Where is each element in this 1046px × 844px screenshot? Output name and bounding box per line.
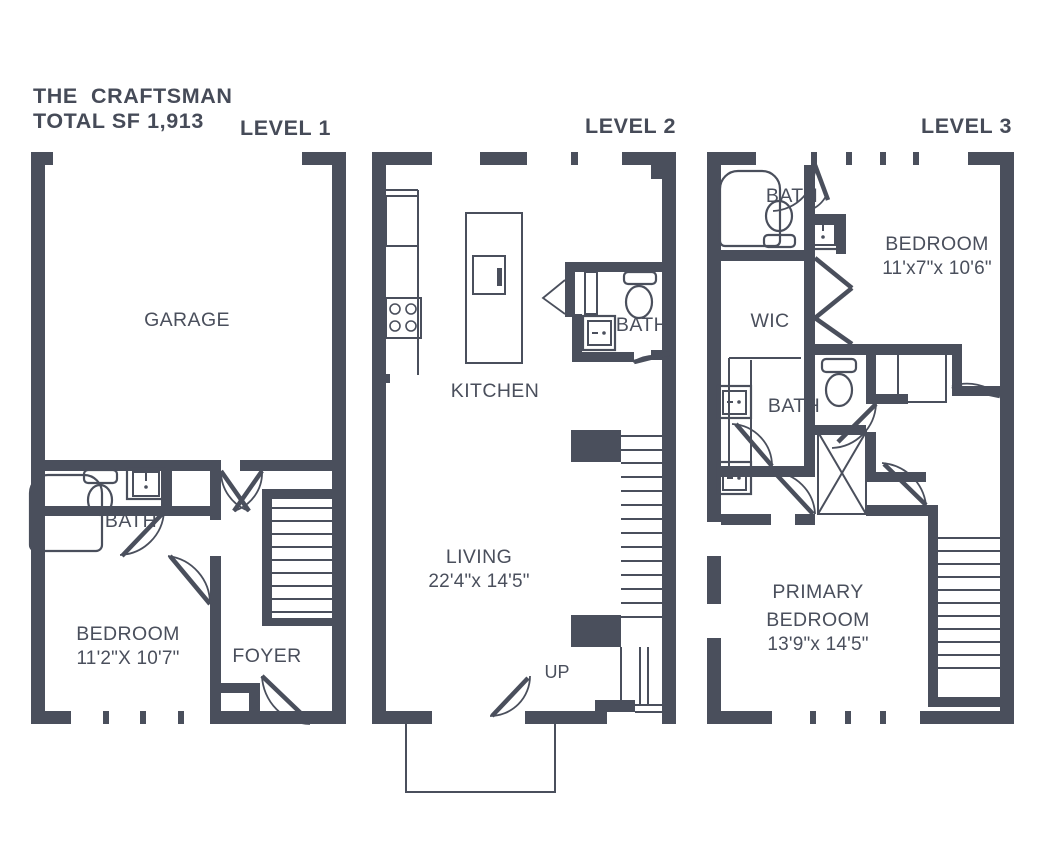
vanity-icon [581, 314, 617, 352]
level-2-bath-fixtures [541, 270, 658, 352]
level-3-stairs [938, 537, 1000, 669]
level-2-kitchen [385, 189, 523, 375]
room-dim-bedroom: 11'2"X 10'7" [76, 648, 179, 669]
level-3-linen-closet [897, 353, 947, 403]
room-label-bath: BATH [616, 314, 668, 336]
total-sf: TOTAL SF 1,913 [33, 109, 204, 134]
plan-name: THE CRAFTSMAN [33, 84, 233, 108]
level-1-room-labels: GARAGE BATH BEDROOM 11'2"X 10'7" FOYER [76, 309, 301, 669]
title-block: THE CRAFTSMAN TOTAL SF 1,913 [33, 84, 233, 135]
level-3-doors [731, 164, 1001, 516]
room-label-bath-upper: BATH [766, 185, 818, 207]
wic-shelf [728, 357, 801, 466]
room-label-primary-bedroom-line1: PRIMARY [772, 581, 863, 603]
room-dim-bedroom: 11'x7"x 10'6" [882, 258, 992, 279]
room-label-foyer: FOYER [232, 645, 301, 667]
vanity-icon [125, 467, 167, 501]
level-2-walls [372, 152, 676, 724]
kitchen-sink-icon [472, 255, 506, 295]
upper-cabinet-icon [385, 195, 419, 247]
level-1-heading: LEVEL 1 [240, 116, 332, 140]
kitchen-island-icon [465, 212, 523, 364]
vanity-icon [804, 215, 842, 251]
level-1-walls [31, 152, 346, 724]
toilet-bowl-icon [764, 199, 794, 233]
level-2-doors [405, 349, 676, 793]
room-dim-living: 22'4"x 14'5" [428, 571, 529, 592]
level-3-wic [728, 357, 801, 466]
toilet-tank-icon [622, 270, 658, 286]
room-label-wic: WIC [750, 310, 789, 332]
level-1-bath-fixtures [28, 467, 167, 553]
range-icon [385, 297, 422, 339]
shower-icon [817, 431, 867, 515]
entry-stoop [405, 724, 556, 793]
level-1-doors [119, 469, 312, 725]
level-1-stairs [262, 507, 336, 626]
level-3-heading: LEVEL 3 [921, 114, 1013, 138]
level-3-lower-bath-fixtures [716, 357, 867, 515]
toilet-bowl-icon [624, 284, 654, 320]
stair-direction-label: UP [544, 662, 569, 682]
toilet-bowl-icon [824, 372, 854, 408]
level-2-stairs [620, 435, 676, 713]
vanity-icon-2 [716, 460, 753, 496]
room-label-garage: GARAGE [144, 309, 230, 331]
toilet-tank-icon [82, 468, 119, 485]
level-3-room-labels: BATH BEDROOM 11'x7"x 10'6" WIC BATH PRIM… [750, 185, 991, 655]
room-label-bedroom: BEDROOM [885, 233, 989, 255]
room-label-living: LIVING [446, 546, 512, 568]
room-label-bath-lower: BATH [768, 395, 820, 417]
room-label-bedroom: BEDROOM [76, 623, 180, 645]
toilet-bowl-icon [86, 483, 114, 517]
toilet-tank-icon [762, 233, 797, 249]
room-label-primary-bedroom-line2: BEDROOM [766, 609, 870, 631]
linen-closet-icon [897, 353, 947, 403]
room-label-kitchen: KITCHEN [451, 380, 539, 402]
level-2-heading: LEVEL 2 [585, 114, 677, 138]
toilet-tank-icon [820, 357, 858, 374]
bathtub-icon [28, 473, 104, 553]
room-dim-primary-bedroom: 13'9"x 14'5" [767, 634, 868, 655]
level-2-room-labels: KITCHEN BATH LIVING 22'4"x 14'5" UP [428, 314, 668, 682]
level-3-upper-bath-fixtures [718, 169, 842, 251]
room-label-bath: BATH [105, 510, 157, 532]
